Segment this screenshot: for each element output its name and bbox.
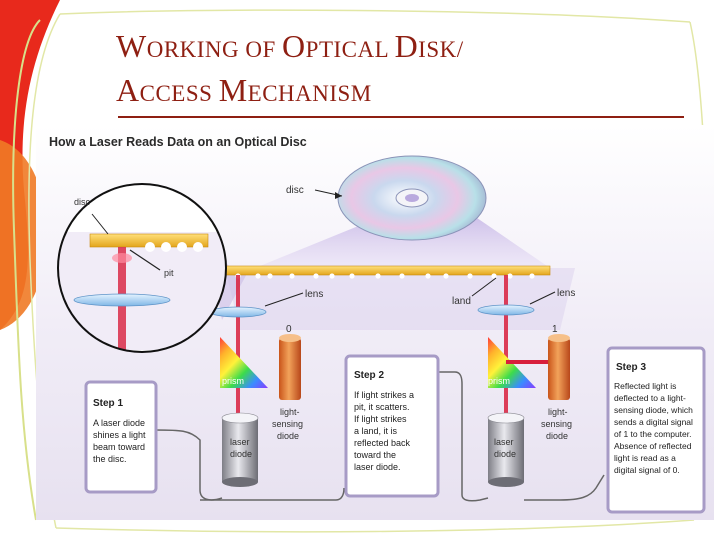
diagram-heading: How a Laser Reads Data on an Optical Dis…	[49, 135, 307, 149]
light-cone-lower	[225, 268, 575, 330]
title-small: ORKING OF	[146, 37, 283, 62]
step-3-line: sensing diode, which	[614, 405, 693, 415]
step-3-line: Reflected light is	[614, 381, 676, 391]
step-1-line: beam toward	[93, 442, 145, 452]
light-sensor-right	[548, 338, 570, 400]
lens-left-pointer	[264, 292, 304, 307]
step-3-title: Step 3	[616, 362, 646, 373]
step-1-line: A laser diode	[93, 418, 145, 428]
sensor-right-label-1: light-	[548, 407, 568, 417]
prism-right-label: prism	[488, 376, 510, 386]
step-3-line: Absence of reflected	[614, 441, 692, 451]
wire-step2-right	[438, 371, 489, 502]
land-pointer	[471, 277, 497, 297]
prism-left-label: prism	[222, 376, 244, 386]
sensor-left-label-1: light-	[280, 407, 300, 417]
inset-lens	[73, 293, 171, 307]
inset-magnifier-content	[58, 184, 226, 352]
title-small: CCESS	[139, 81, 219, 106]
wire-sensor-right-to-step3	[524, 474, 605, 501]
laser-left-label-2: diode	[230, 449, 252, 459]
step-2-line: pit, it scatters.	[354, 402, 410, 412]
step-2-line: toward the	[354, 450, 396, 460]
zero-label: 0	[286, 324, 292, 335]
sensor-right-label-2: sensing	[541, 419, 572, 429]
wire-laser-left-bottom	[200, 487, 345, 501]
disc-label: disc	[286, 185, 304, 196]
sensor-left-label-3: diode	[277, 431, 299, 441]
sensor-left-label-2: sensing	[272, 419, 303, 429]
step-2-line: a land, it is	[354, 426, 398, 436]
title-cap: M	[218, 72, 248, 108]
step-2-line: reflected back	[354, 438, 411, 448]
step-2-line: If light strikes a	[354, 390, 414, 400]
orange-corner-shape	[0, 140, 47, 330]
light-sensor-left	[279, 338, 301, 400]
frame-top-curve	[59, 9, 691, 23]
laser-right-label-2: diode	[494, 449, 516, 459]
laser-diode-left	[222, 418, 258, 482]
title-small: PTICAL	[305, 37, 395, 62]
laser-beam-left	[236, 275, 240, 417]
lens-right-label: lens	[557, 288, 575, 299]
step-1-title: Step 1	[93, 398, 123, 409]
laser-beam-right	[504, 275, 508, 418]
step-2-title: Step 2	[354, 370, 384, 381]
title-cap: A	[116, 72, 140, 108]
title-small: ISK/	[418, 37, 464, 62]
step-3-line: deflected to a light-	[614, 393, 686, 403]
title-cap: W	[116, 28, 147, 64]
step-1-line: shines a light	[93, 430, 146, 440]
prism-left	[220, 337, 268, 388]
laser-right-label-1: laser	[494, 437, 514, 447]
lens-right	[477, 304, 535, 316]
step-2-line: If light strikes	[354, 414, 407, 424]
slide-title-line-1: WORKING OF OPTICAL DISK/	[116, 28, 464, 65]
step-3-line: digital signal of 0.	[614, 465, 680, 475]
sensor-right-label-3: diode	[546, 431, 568, 441]
step-3-line: sends a digital signal	[614, 417, 693, 427]
lens-right-pointer	[529, 291, 556, 305]
lens-left-label: lens	[305, 289, 323, 300]
title-cap: O	[282, 28, 306, 64]
title-small: ECHANISM	[247, 81, 372, 106]
land-label: land	[452, 296, 471, 307]
pit-label: pit	[164, 268, 174, 278]
title-cap: D	[394, 28, 419, 64]
frame-bottom-curve	[55, 519, 695, 533]
one-label: 1	[552, 324, 558, 335]
frame-curve-outer	[12, 19, 41, 521]
step-2-line: laser diode.	[354, 462, 401, 472]
inset-magnifier-ring	[57, 183, 227, 353]
slide-title-line-2: ACCESS MECHANISM	[116, 72, 372, 109]
title-divider	[118, 116, 684, 118]
step-3-box: Step 3 Reflected light is deflected to a…	[606, 346, 706, 514]
pit-pointer	[129, 249, 161, 271]
laser-diode-right	[488, 418, 524, 482]
step-2-box: Step 2 If light strikes a pit, it scatte…	[344, 354, 440, 498]
laser-left-label-1: laser	[230, 437, 250, 447]
inset-disc-label: disc	[74, 197, 91, 207]
disc-hole	[405, 194, 419, 202]
step-3-line: light is read as a	[614, 453, 676, 463]
step-1-box: Step 1 A laser diode shines a light beam…	[84, 380, 158, 494]
lens-left	[209, 306, 267, 318]
step-1-line: the disc.	[93, 454, 127, 464]
step-3-line: of 1 to the computer.	[614, 429, 692, 439]
